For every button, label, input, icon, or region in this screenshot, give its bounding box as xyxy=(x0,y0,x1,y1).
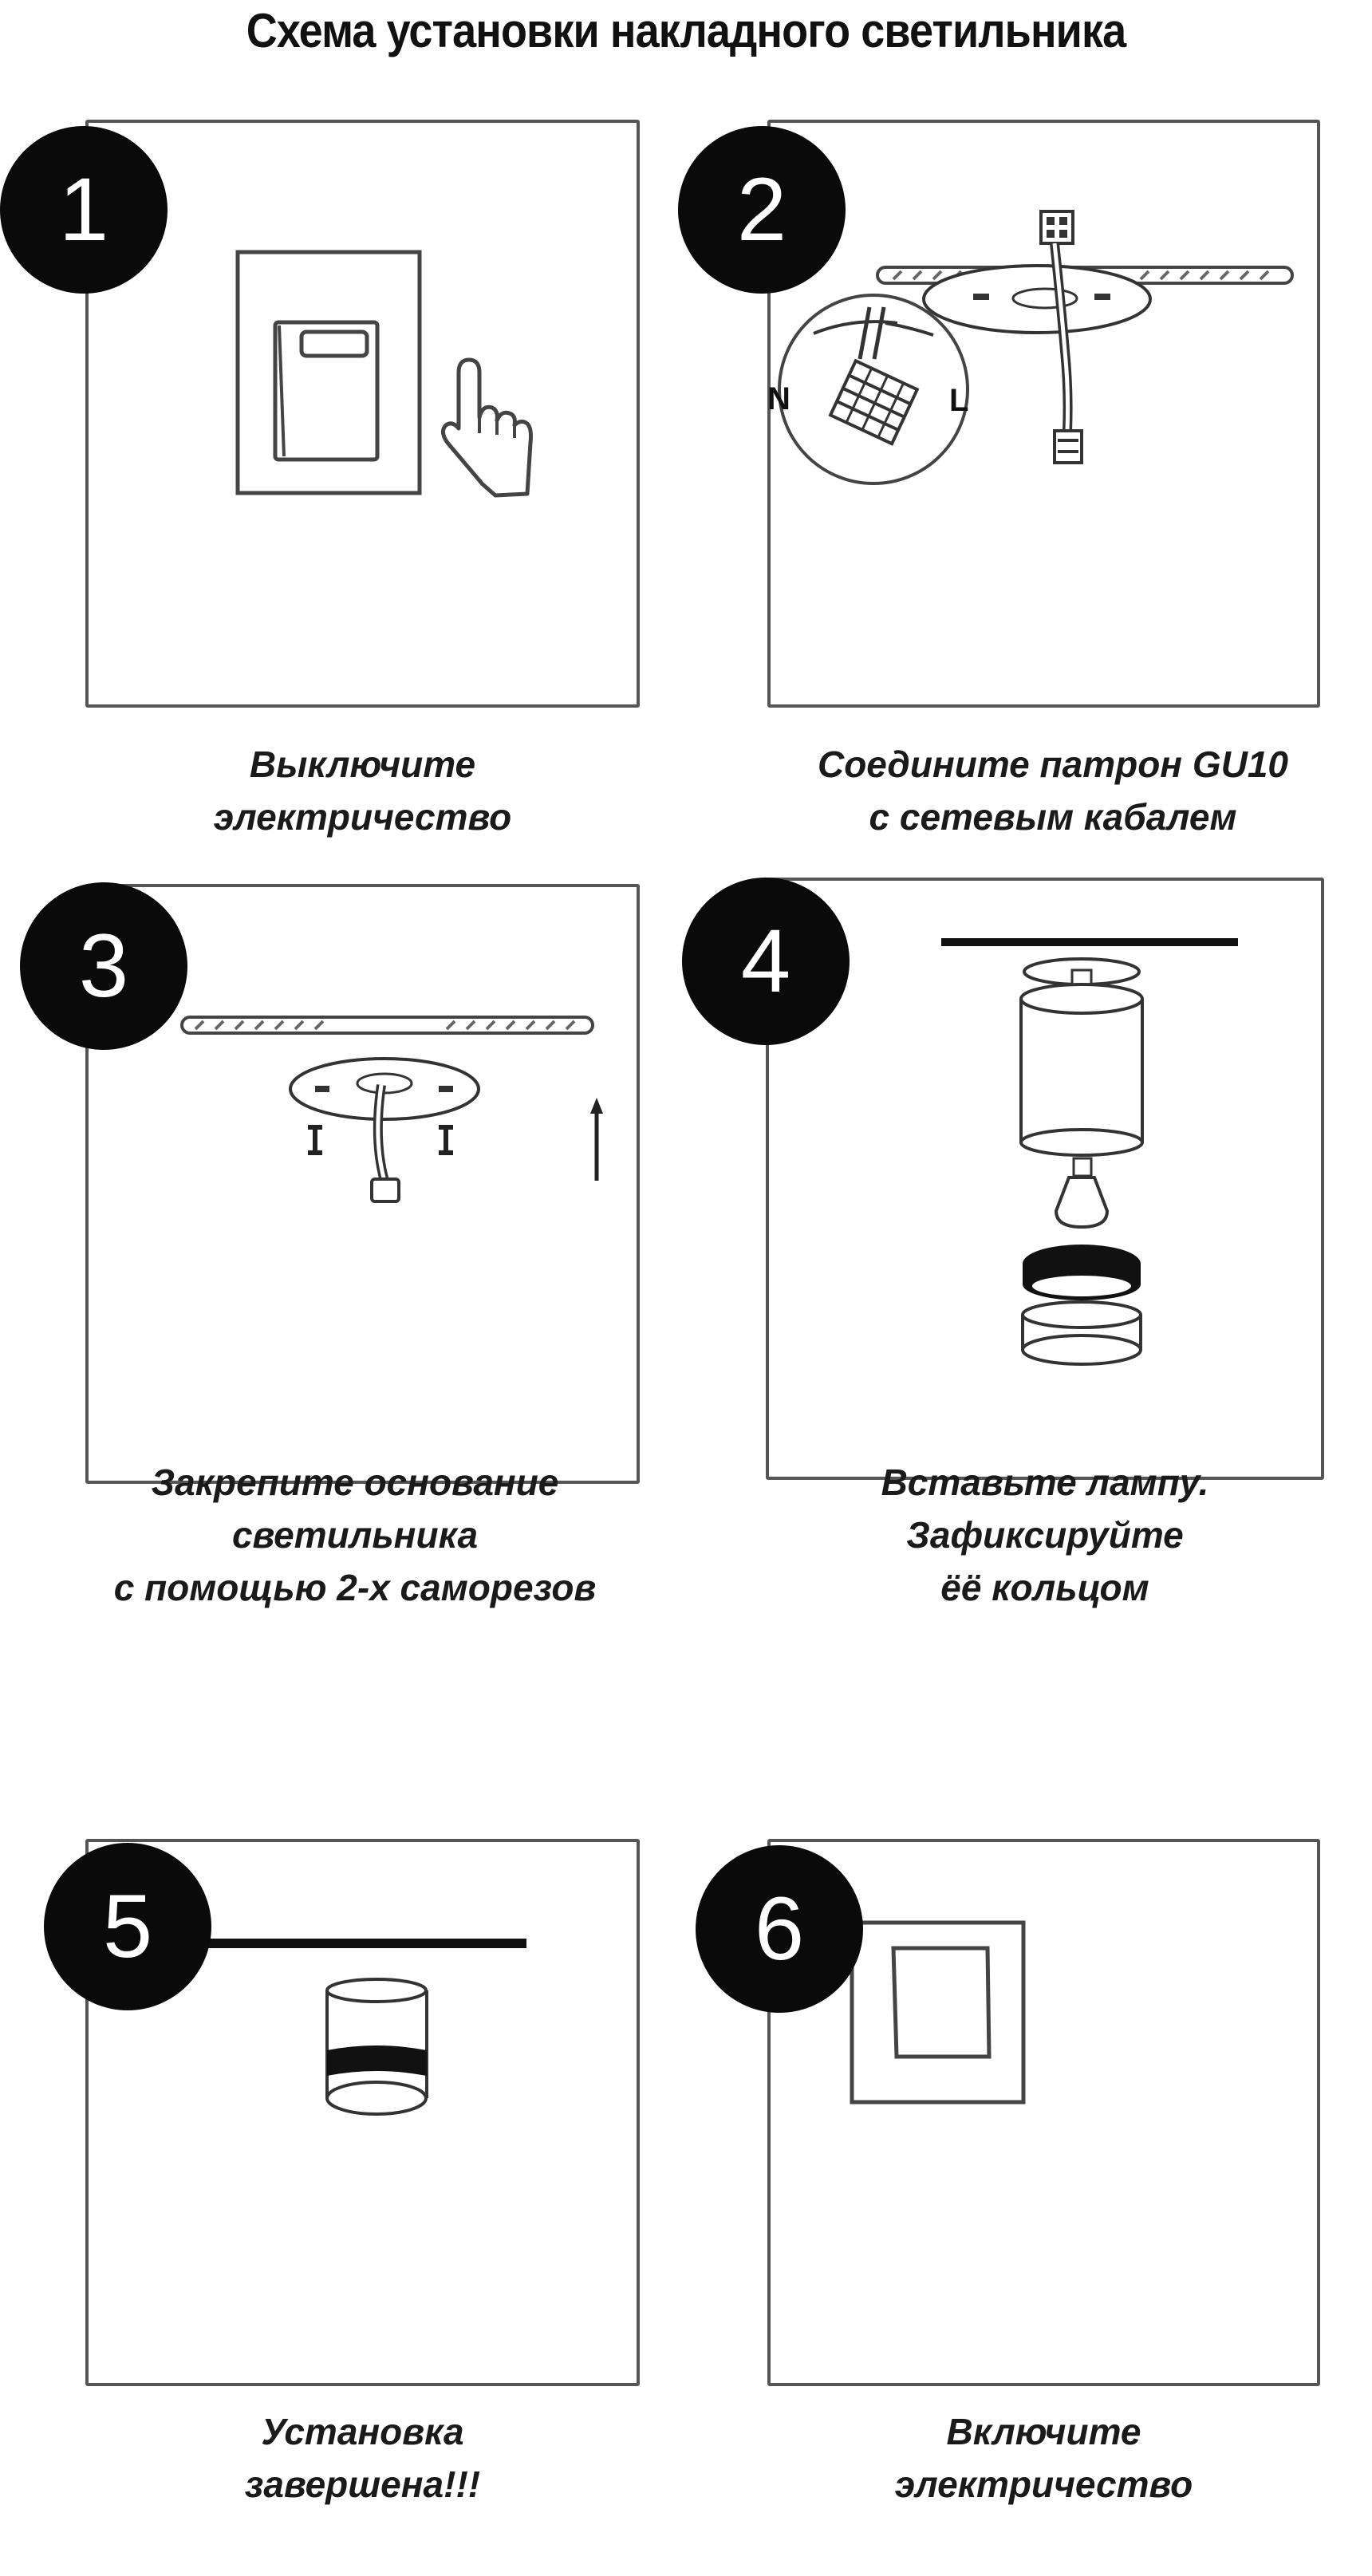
step-3-caption-line-3: с помощью 2-х саморезов xyxy=(113,1567,597,1608)
step-1-badge: 1 xyxy=(0,126,168,294)
page-title: Схема установки накладного светильника xyxy=(246,4,1126,57)
step-2-badge: 2 xyxy=(678,126,846,294)
light-switch-off-icon xyxy=(235,250,422,495)
step-4-caption: Вставьте лампу. Зафиксируйте ёё кольцом xyxy=(766,1456,1324,1614)
step-3-caption-line-1: Закрепите основание xyxy=(151,1462,559,1503)
pointing-hand-icon xyxy=(441,357,533,498)
live-label: L xyxy=(949,383,969,418)
step-2-caption: Соедините патрон GU10 с сетевым кабалем xyxy=(734,738,1372,843)
step-4-caption-line-2: Зафиксируйте xyxy=(906,1514,1184,1556)
step-6-caption-line-1: Включите xyxy=(946,2411,1141,2452)
step-4-caption-line-1: Вставьте лампу. xyxy=(881,1462,1209,1503)
step-4-caption-line-3: ёё кольцом xyxy=(940,1567,1149,1608)
step-2-caption-line-2: с сетевым кабалем xyxy=(869,796,1237,838)
lamp-assembly-icon xyxy=(941,938,1238,1366)
step-5-badge: 5 xyxy=(44,1843,211,2010)
step-6-badge: 6 xyxy=(696,1845,863,2013)
installed-luminaire-icon xyxy=(199,1939,526,2116)
neutral-label: N xyxy=(767,381,790,416)
step-1-caption-line-2: электричество xyxy=(213,796,512,838)
step-1-panel xyxy=(85,120,640,708)
step-1-caption: Выключите электричество xyxy=(85,738,640,843)
step-2-caption-line-1: Соедините патрон GU10 xyxy=(817,744,1289,785)
step-5-caption-line-1: Установка xyxy=(261,2411,464,2452)
step-4-panel xyxy=(766,878,1324,1480)
step-3-caption-line-2: светильника xyxy=(231,1514,479,1556)
step-5-caption: Установка завершена!!! xyxy=(85,2405,640,2511)
step-6-caption: Включите электричество xyxy=(767,2405,1320,2511)
mount-base-icon xyxy=(180,1016,603,1203)
ceiling-wiring-icon xyxy=(876,210,1294,464)
step-3-caption: Закрепите основание светильника с помощь… xyxy=(32,1456,678,1614)
step-3-badge: 3 xyxy=(20,882,187,1050)
step-6-caption-line-2: электричество xyxy=(894,2464,1193,2505)
step-5-caption-line-2: завершена!!! xyxy=(244,2464,481,2505)
light-switch-on-icon xyxy=(850,1920,1026,2105)
step-1-caption-line-1: Выключите xyxy=(249,744,476,785)
step-4-badge: 4 xyxy=(682,878,850,1045)
wire-connector-detail-icon xyxy=(778,294,969,485)
